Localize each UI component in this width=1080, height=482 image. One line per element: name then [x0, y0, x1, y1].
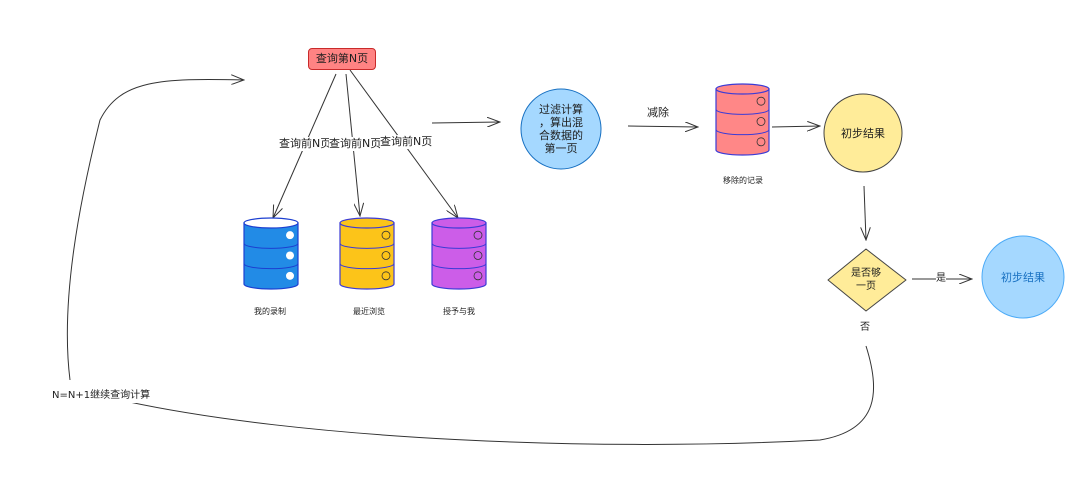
db-indicator-dot [473, 230, 483, 240]
db-indicator-dot [756, 117, 766, 126]
yes-label: 是 [936, 272, 946, 286]
edge-to-filter [431, 122, 500, 123]
db-recent[interactable] [339, 217, 395, 290]
db-indicator-dot [286, 251, 294, 260]
db-indicator-dot [381, 230, 391, 240]
filter-line-2: ，算出混 [539, 116, 583, 129]
final-result-text: 初步结果 [1001, 270, 1045, 284]
filter-node-text: 过滤计算 ，算出混 合数据的 第一页 [521, 89, 601, 169]
decision-text: 是否够 一页 [836, 262, 896, 298]
removed-records-label: 移除的记录 [723, 176, 763, 185]
db-indicator-dot [473, 251, 483, 260]
final-result-node[interactable] [981, 235, 1065, 319]
db-indicator-dot [381, 251, 391, 260]
decision-node[interactable] [827, 248, 907, 312]
edge-subtract [627, 126, 698, 127]
filter-line-3: 合数据的 [539, 129, 583, 142]
subtract-label: 减除 [647, 106, 669, 119]
db-shared[interactable] [431, 217, 487, 290]
initial-result-node[interactable] [823, 93, 903, 173]
edge-label-recent: 查询前N页 [329, 137, 382, 151]
db-indicator-dot [286, 231, 294, 240]
source-label-recent: 最近浏览 [353, 307, 385, 316]
db-removed-records[interactable] [715, 83, 770, 156]
edge-to-decision [864, 185, 866, 240]
db-indicator-dot [756, 137, 766, 147]
no-label: 否 [860, 322, 870, 333]
edge-label-recordings: 查询前N页 [279, 137, 332, 151]
edge-label-shared: 查询前N页 [380, 135, 433, 149]
source-label-shared: 授予与我 [443, 307, 475, 316]
database-group [243, 83, 770, 290]
db-indicator-dot [286, 271, 294, 280]
initial-result-text: 初步结果 [841, 126, 885, 140]
decision-line-1: 是否够 [851, 268, 881, 279]
start-node[interactable]: 查询第N页 [308, 48, 376, 70]
filter-node[interactable] [520, 88, 602, 170]
loop-label: N=N+1继续查询计算 [52, 389, 151, 403]
source-label-recordings: 我的录制 [254, 307, 286, 316]
decision-line-2: 一页 [856, 281, 876, 292]
filter-line-4: 第一页 [544, 142, 578, 155]
filter-line-1: 过滤计算 [539, 103, 583, 116]
db-recordings[interactable] [243, 217, 299, 290]
edge-loop [66, 79, 875, 445]
start-node-label: 查询第N页 [315, 52, 369, 65]
db-indicator-dot [756, 96, 766, 106]
db-indicator-dot [473, 271, 483, 281]
edge-to-initial-result [771, 126, 820, 127]
db-indicator-dot [381, 271, 391, 281]
